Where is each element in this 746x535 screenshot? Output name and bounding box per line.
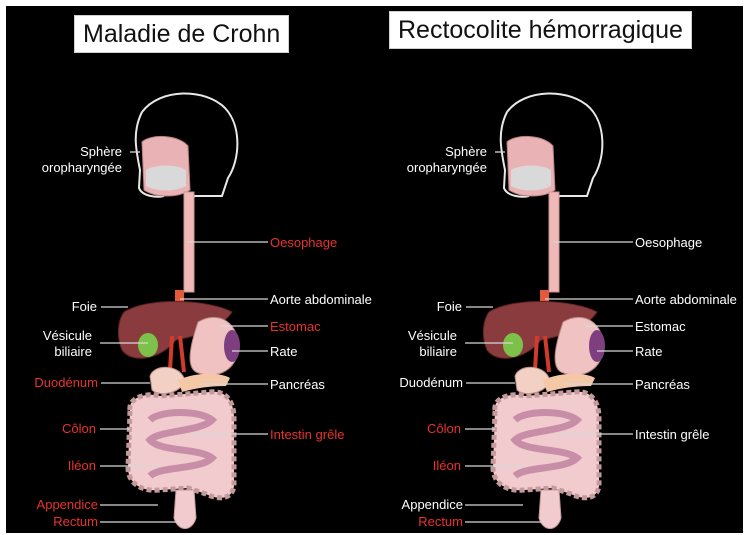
pancreas xyxy=(543,374,595,392)
gallbladder xyxy=(503,333,523,357)
label-foie: Foie xyxy=(0,299,97,315)
tongue xyxy=(511,166,551,191)
vessels xyxy=(170,336,184,372)
label-aorte: Aorte abdominale xyxy=(270,292,372,308)
colon xyxy=(493,392,599,498)
label-intestin: Intestin grêle xyxy=(635,427,709,443)
label-appendice: Appendice xyxy=(0,497,98,513)
rectum xyxy=(539,490,561,529)
label-colon: Côlon xyxy=(365,421,461,437)
label-aorte: Aorte abdominale xyxy=(635,292,737,308)
spleen xyxy=(589,330,605,362)
label-oesophage: Oesophage xyxy=(270,235,337,251)
pancreas xyxy=(178,374,230,392)
label-foie: Foie xyxy=(365,299,462,315)
vessels xyxy=(535,336,549,372)
label-pancreas: Pancréas xyxy=(270,377,325,393)
gallbladder xyxy=(138,333,158,357)
label-rate: Rate xyxy=(635,344,662,360)
label-ileon: Iléon xyxy=(0,458,96,474)
label-ileon: Iléon xyxy=(365,458,461,474)
label-duodenum: Duodénum xyxy=(365,375,463,391)
colon xyxy=(128,392,234,498)
anatomy-figure xyxy=(0,0,370,535)
label-estomac: Estomac xyxy=(635,319,686,335)
label-pancreas: Pancréas xyxy=(635,377,690,393)
label-oesophage: Oesophage xyxy=(635,235,702,251)
label-rate: Rate xyxy=(270,344,297,360)
label-duodenum: Duodénum xyxy=(0,375,98,391)
tongue xyxy=(146,166,186,191)
label-estomac: Estomac xyxy=(270,319,321,335)
anatomy-figure xyxy=(365,0,735,535)
rectum xyxy=(174,490,196,529)
label-colon: Côlon xyxy=(0,421,96,437)
label-rectum: Rectum xyxy=(365,514,463,530)
spleen xyxy=(224,330,240,362)
label-appendice: Appendice xyxy=(365,497,463,513)
label-rectum: Rectum xyxy=(0,514,98,530)
label-intestin: Intestin grêle xyxy=(270,427,344,443)
